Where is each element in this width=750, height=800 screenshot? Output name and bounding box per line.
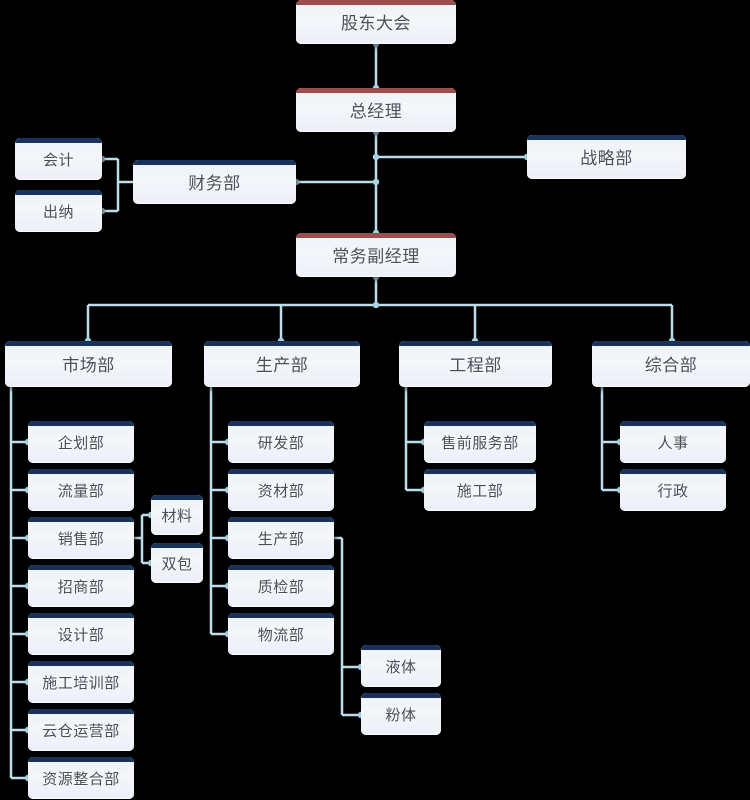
node-cap [228,565,334,570]
node-label: 企划部 [57,435,105,452]
node-label: 售前服务部 [441,435,519,452]
node-cap [15,138,102,143]
node-construction-department[interactable]: 施工部 [424,469,536,511]
node-cap [151,543,203,548]
node-label: 会计 [42,152,74,169]
node-cap [133,160,296,165]
node-cap [424,421,536,426]
node-resource-integration-department[interactable]: 资源整合部 [28,757,134,799]
node-administration[interactable]: 行政 [620,469,726,511]
node-label: 设计部 [57,627,105,644]
node-construction-training-department[interactable]: 施工培训部 [28,661,134,703]
node-label: 生产部 [257,531,305,548]
node-human-resources[interactable]: 人事 [620,421,726,463]
node-cap [399,341,552,346]
node-label: 财务部 [188,174,241,193]
node-strategy-department[interactable]: 战略部 [527,135,686,179]
node-label: 流量部 [57,483,105,500]
node-production-department[interactable]: 生产部 [204,341,360,387]
node-finance-department[interactable]: 财务部 [133,160,296,204]
node-cap [228,613,334,618]
node-design-department[interactable]: 设计部 [28,613,134,655]
node-cap [28,469,134,474]
node-cap [620,469,726,474]
node-label: 股东大会 [341,14,411,33]
node-cap [296,233,456,238]
node-cap [228,517,334,522]
node-label: 液体 [385,659,417,676]
node-label: 招商部 [57,579,105,596]
node-planning-department[interactable]: 企划部 [28,421,134,463]
node-label: 常务副经理 [332,247,420,266]
node-presales-service-department[interactable]: 售前服务部 [424,421,536,463]
node-cap [28,709,134,714]
node-cap [28,517,134,522]
node-cap [592,341,750,346]
node-cap [296,88,456,93]
node-label: 研发部 [257,435,305,452]
node-accounting[interactable]: 会计 [15,138,102,180]
node-cap [204,341,360,346]
node-material[interactable]: 材料 [151,495,203,535]
node-label: 出纳 [42,204,74,221]
node-label: 工程部 [449,356,502,375]
node-label: 施工部 [456,483,504,500]
node-label: 综合部 [644,356,698,375]
node-label: 施工培训部 [42,675,120,692]
node-sales-department[interactable]: 销售部 [28,517,134,559]
node-cap [361,645,441,650]
node-cap [228,469,334,474]
node-cap [28,757,134,762]
node-general-manager[interactable]: 总经理 [296,88,456,132]
node-materials-department[interactable]: 资材部 [228,469,334,511]
node-label: 战略部 [580,149,633,168]
node-market-department[interactable]: 市场部 [5,341,172,387]
node-traffic-department[interactable]: 流量部 [28,469,134,511]
node-cap [527,135,686,140]
node-cap [28,661,134,666]
node-label: 双包 [161,556,193,573]
node-cap [151,495,203,500]
node-deputy-general-manager[interactable]: 常务副经理 [296,233,456,277]
node-cap [15,190,102,195]
node-label: 物流部 [257,627,305,644]
node-label: 资材部 [257,483,305,500]
node-cap [361,693,441,698]
node-label: 资源整合部 [42,771,120,788]
node-label: 销售部 [57,531,105,548]
node-cap [620,421,726,426]
node-cap [28,565,134,570]
node-investment-department[interactable]: 招商部 [28,565,134,607]
node-cap [228,421,334,426]
node-cap [5,341,172,346]
node-logistics-department[interactable]: 物流部 [228,613,334,655]
node-label: 材料 [161,508,193,525]
node-cap [424,469,536,474]
node-label: 市场部 [62,356,115,375]
node-label: 总经理 [349,102,403,121]
node-engineering-department[interactable]: 工程部 [399,341,552,387]
node-shareholders-meeting[interactable]: 股东大会 [296,0,456,44]
node-quality-inspection-department[interactable]: 质检部 [228,565,334,607]
node-cap [296,0,456,5]
node-cap [28,613,134,618]
node-label: 质检部 [257,579,305,596]
node-label: 粉体 [385,707,417,724]
node-cloud-warehouse-department[interactable]: 云仓运营部 [28,709,134,751]
node-integrated-department[interactable]: 综合部 [592,341,750,387]
node-double-pack[interactable]: 双包 [151,543,203,583]
node-production-sub-department[interactable]: 生产部 [228,517,334,559]
node-label: 生产部 [255,356,309,375]
node-label: 行政 [657,483,689,500]
node-cap [28,421,134,426]
node-rnd-department[interactable]: 研发部 [228,421,334,463]
node-liquid[interactable]: 液体 [361,645,441,687]
node-cashier[interactable]: 出纳 [15,190,102,232]
node-powder[interactable]: 粉体 [361,693,441,735]
node-label: 云仓运营部 [42,723,120,740]
node-label: 人事 [657,435,689,452]
